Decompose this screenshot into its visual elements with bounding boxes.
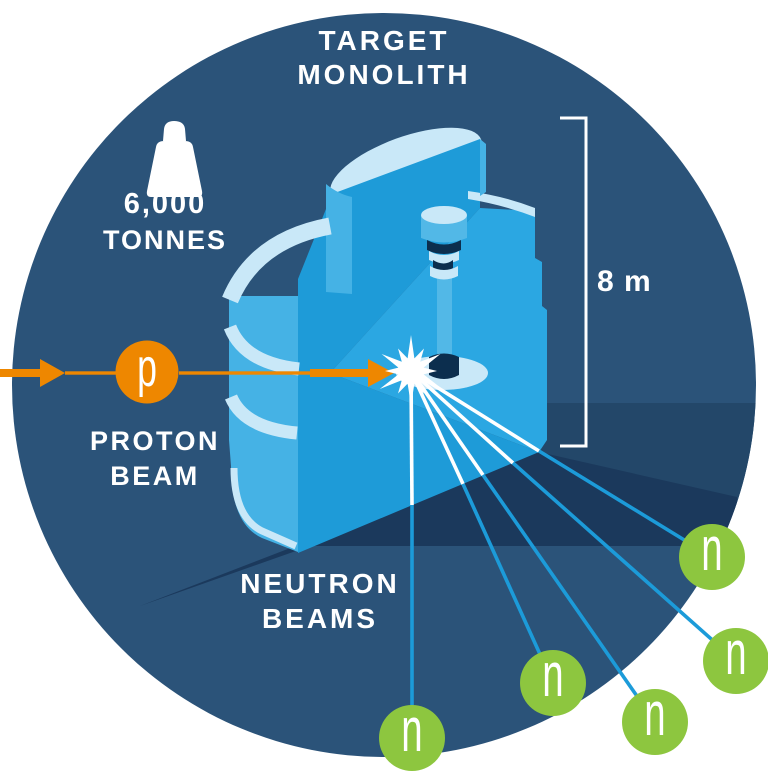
neutron-symbol: n [401, 695, 422, 765]
target-plug-assembly [421, 206, 467, 358]
proton-beam-label-line2: BEAM [110, 461, 200, 491]
plug-dark-band [427, 240, 461, 254]
monolith-skirt-rim [230, 467, 298, 550]
monolith-shell-rim-top [222, 217, 332, 304]
target-hub [429, 353, 459, 379]
neutron-particles: n n n n n [379, 514, 768, 771]
proton-beam-line [65, 371, 117, 375]
neutron-symbol: n [644, 679, 665, 749]
neutron-beam-white-segment [409, 369, 485, 477]
monolith-mid-tier-rim [468, 191, 535, 217]
monolith-illustration [222, 127, 547, 553]
neutron-particle: n [379, 695, 445, 771]
monolith-top-cylinder-right-side [480, 139, 486, 196]
neutron-particle: n [703, 618, 768, 694]
neutron-symbol: n [542, 640, 563, 710]
beam-shadow-wedge [140, 452, 737, 606]
neutron-beam-line [511, 461, 738, 663]
plug-top [421, 206, 467, 224]
proton-beam-shaft [310, 369, 368, 377]
neutron-circle [703, 628, 768, 694]
neutron-particle: n [520, 640, 586, 716]
title-line1: TARGET [318, 25, 449, 56]
dimension-group: 8 m [560, 116, 652, 448]
weight-group: 6,000 TONNES [103, 121, 227, 255]
weight-unit: TONNES [103, 225, 227, 255]
monolith-top-cylinder-side [326, 184, 352, 294]
neutron-beam-white-segment [409, 370, 465, 485]
weight-icon [146, 121, 203, 197]
neutron-symbol: n [725, 618, 746, 688]
plug-pale-step [429, 251, 459, 264]
weight-value: 6,000 [124, 188, 207, 220]
proton-symbol-badge: p [115, 338, 179, 404]
monolith-shell-ring-band [225, 394, 298, 440]
neutron-beam-line [481, 473, 657, 724]
plug-dark-band [433, 260, 453, 271]
neutron-circle [520, 650, 586, 716]
neutron-circle [622, 689, 688, 755]
plug-collar [430, 266, 458, 280]
neutron-circle [679, 524, 745, 590]
neutron-symbol: n [701, 514, 722, 584]
proton-symbol: p [137, 338, 157, 398]
spallation-starburst-icon [379, 335, 443, 405]
proton-beam-shaft [0, 369, 40, 377]
proton-beam-line [179, 371, 310, 375]
proton-circle [115, 340, 179, 404]
neutron-beam-line [461, 483, 555, 684]
proton-beam-label-line1: PROTON [90, 426, 220, 456]
neutron-particle: n [679, 514, 745, 590]
neutron-beams-label-line2: BEAMS [262, 603, 378, 634]
dimension-bracket [560, 116, 588, 448]
neutron-beam-line [538, 449, 713, 559]
title-line2: MONOLITH [297, 59, 470, 90]
neutron-circle [379, 705, 445, 771]
proton-beam-group: p [0, 338, 394, 404]
neutron-particle: n [622, 679, 688, 755]
monolith-shell-ring-band [223, 324, 300, 376]
drive-shaft [437, 277, 452, 358]
monolith-outer-cut-face [298, 139, 539, 553]
proton-beam-arrowhead [40, 359, 65, 387]
neutron-beams-label-line1: NEUTRON [240, 568, 399, 599]
proton-beam-arrowhead [368, 359, 394, 387]
dimension-label: 8 m [597, 265, 652, 298]
neutron-beam-white-segment [409, 369, 515, 465]
